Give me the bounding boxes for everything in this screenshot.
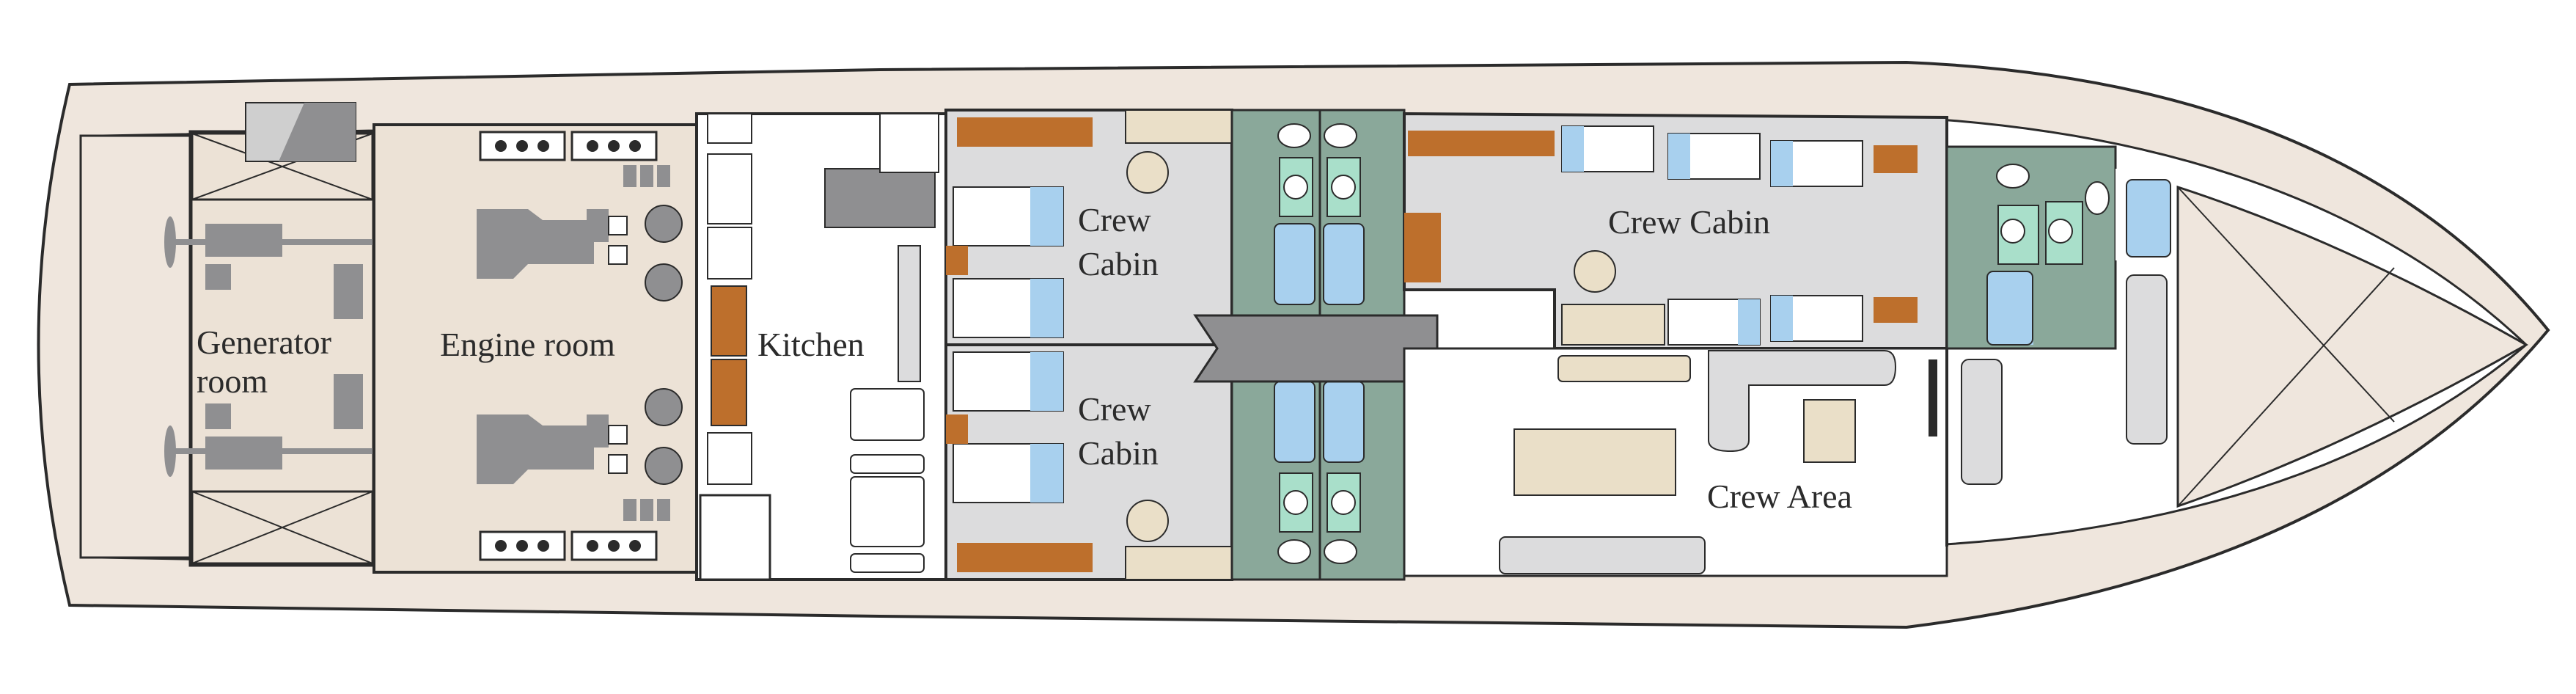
chair-icon bbox=[1126, 151, 1169, 194]
toilet-icon bbox=[1277, 123, 1311, 148]
control-panel bbox=[570, 530, 658, 561]
counter bbox=[711, 359, 747, 426]
pump-icon bbox=[645, 263, 683, 302]
generator-room-label-line2: room bbox=[197, 362, 268, 400]
counter bbox=[711, 285, 747, 357]
pump-icon bbox=[645, 205, 683, 243]
central-stairs bbox=[1193, 314, 1439, 383]
sink-icon bbox=[1283, 490, 1308, 515]
stairs bbox=[824, 168, 936, 228]
crate-cross bbox=[191, 491, 373, 564]
wardrobe bbox=[957, 543, 1093, 572]
crew-cabin-large-label: Crew Cabin bbox=[1608, 203, 1770, 241]
propeller-icon bbox=[164, 425, 176, 477]
locker bbox=[2126, 274, 2168, 445]
shower bbox=[2126, 179, 2171, 257]
crew-cabin-upper-label: Crew bbox=[1078, 201, 1151, 238]
table bbox=[1803, 399, 1856, 463]
crew-area-label: Crew Area bbox=[1707, 478, 1852, 515]
engine-icon bbox=[477, 209, 609, 279]
toilet-icon bbox=[1277, 539, 1311, 564]
generator-block bbox=[205, 403, 231, 429]
chair-icon bbox=[1574, 250, 1616, 293]
generator-room-label: Generator bbox=[197, 324, 331, 361]
desk bbox=[1561, 304, 1665, 346]
desk bbox=[1125, 546, 1233, 580]
counter bbox=[1499, 536, 1706, 574]
prep-table bbox=[898, 245, 921, 382]
engine-room-floor bbox=[373, 123, 698, 574]
shower bbox=[1274, 381, 1315, 463]
crew-cabin-lower-label: Crew bbox=[1078, 390, 1151, 428]
generator-block bbox=[334, 264, 363, 319]
toilet-icon bbox=[2085, 181, 2110, 215]
chair-icon bbox=[1126, 500, 1169, 542]
shower bbox=[1323, 223, 1365, 305]
wardrobe bbox=[1408, 131, 1555, 156]
toilet-icon bbox=[1324, 539, 1357, 564]
toilet-icon bbox=[1996, 164, 2030, 189]
shower bbox=[1323, 381, 1365, 463]
toilet-icon bbox=[1324, 123, 1357, 148]
pump-icon bbox=[645, 388, 683, 426]
crew-cabin-upper-label-line2: Cabin bbox=[1078, 245, 1159, 282]
shower bbox=[1274, 223, 1315, 305]
sink-icon bbox=[2000, 219, 2025, 244]
bench bbox=[1557, 355, 1691, 382]
pump-icon bbox=[645, 447, 683, 485]
shower bbox=[1986, 271, 2033, 346]
engine-room-label: Engine room bbox=[440, 326, 615, 363]
desk bbox=[1125, 109, 1233, 144]
propeller-icon bbox=[164, 216, 176, 268]
generator-block bbox=[205, 264, 231, 290]
sofa bbox=[1708, 350, 1897, 453]
engine-icon bbox=[477, 414, 609, 484]
bow-storage bbox=[2176, 185, 2529, 508]
wardrobe bbox=[957, 117, 1093, 147]
hatch-dark bbox=[279, 103, 356, 161]
stern-deck bbox=[79, 134, 192, 559]
sink-icon bbox=[1331, 490, 1356, 515]
generator-block bbox=[334, 374, 363, 429]
sink-icon bbox=[1331, 175, 1356, 200]
sink-icon bbox=[2048, 219, 2073, 244]
table bbox=[1513, 428, 1676, 496]
crew-cabin-lower-label-line2: Cabin bbox=[1078, 434, 1159, 472]
sink-icon bbox=[1283, 175, 1308, 200]
locker bbox=[1961, 359, 2003, 485]
kitchen-label: Kitchen bbox=[757, 326, 865, 363]
